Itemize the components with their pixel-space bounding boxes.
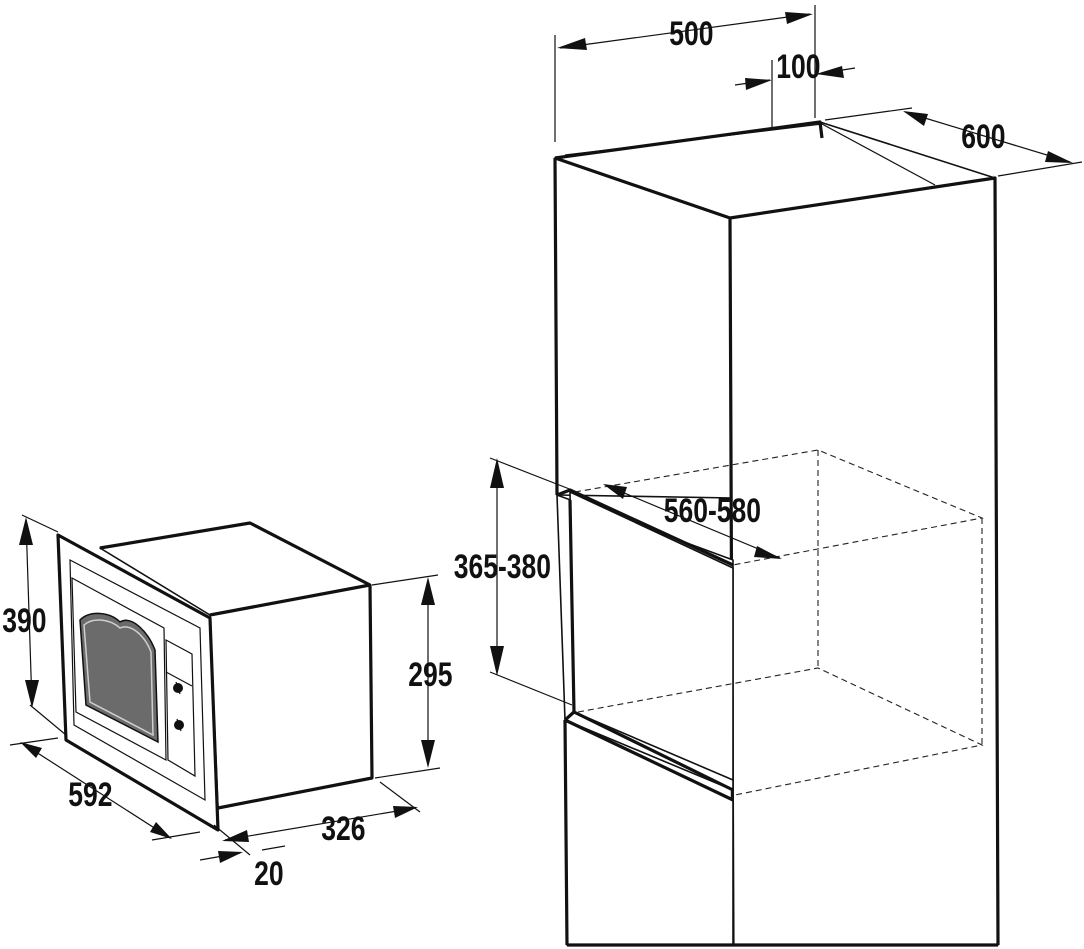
microwave-window [79,612,159,744]
microwave: 390 295 592 326 20 [2,514,453,893]
niche-shelf-upper [556,488,734,567]
niche-side [568,499,576,713]
dim-microwave-height [19,514,67,736]
microwave-body-outline [99,521,374,810]
label-microwave-depth: 326 [321,810,365,848]
label-microwave-body-height: 295 [408,656,452,694]
label-microwave-frame: 20 [254,855,284,893]
niche-shelf-lower [563,710,734,792]
dim-cabinet-offset [734,60,856,128]
cabinet-top-edge [564,123,936,186]
dim-microwave-body-height [371,574,441,779]
niche-dashed-box [574,449,984,796]
label-microwave-width: 592 [68,776,112,814]
dim-microwave-depth [222,781,421,842]
cabinet: 500 100 600 560-580 365-380 [454,5,1083,947]
label-niche-height: 365-380 [454,548,551,586]
label-niche-depth: 560-580 [664,492,761,530]
dim-cabinet-depth [824,107,1083,177]
label-microwave-height: 390 [2,602,46,640]
dim-niche-depth [603,484,782,559]
dim-niche-height [489,457,573,706]
dim-cabinet-width [554,5,816,142]
label-cabinet-width: 500 [669,15,713,53]
microwave-door [71,576,167,762]
cabinet-front-face [729,177,999,946]
microwave-frame-outline [56,533,220,832]
label-cabinet-offset: 100 [776,48,820,86]
dim-microwave-frame [199,824,286,863]
microwave-inner-panel [69,558,206,802]
dim-microwave-width [9,737,201,841]
label-cabinet-depth: 600 [961,118,1005,156]
cabinet-outline [553,120,1000,946]
cabinet-lower-outline [563,718,734,946]
microwave-control-panel [165,638,196,778]
microwave-side [209,584,373,809]
